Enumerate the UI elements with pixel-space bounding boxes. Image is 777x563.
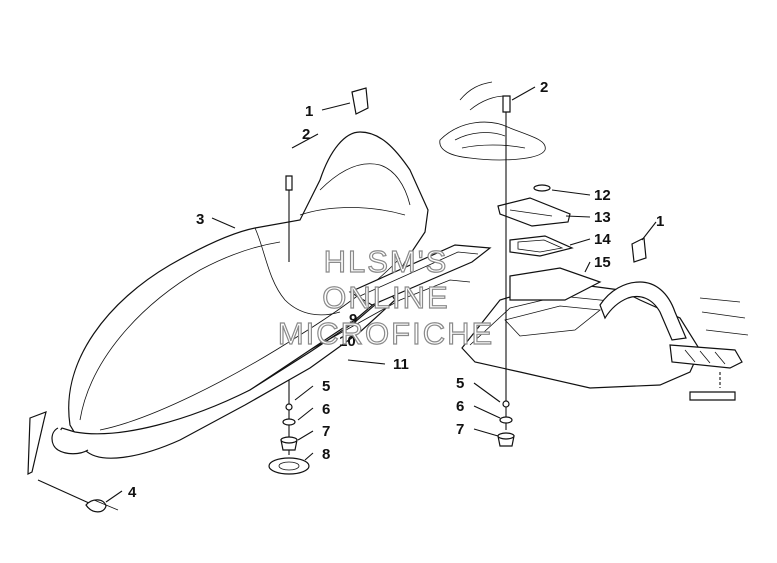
- leader-lines: [105, 86, 657, 503]
- screw-part: [285, 175, 293, 262]
- right-screw-part: [502, 95, 511, 430]
- rear-assembly: [461, 281, 749, 401]
- callout-7-right: 7: [456, 421, 464, 438]
- callout-5-right: 5: [456, 375, 464, 392]
- callout-2-left: 2: [302, 126, 310, 143]
- callout-4: 4: [128, 484, 137, 501]
- callout-1-left: 1: [305, 103, 313, 120]
- callout-labels: 1 2 3 4 5 6 7 8 9 10 11 2 12 13 14 15 1 …: [128, 79, 664, 501]
- callout-6-right: 6: [456, 398, 464, 415]
- watermark-line-2: ONLINE: [322, 280, 449, 315]
- callout-7-left: 7: [322, 423, 330, 440]
- callout-3: 3: [196, 211, 204, 228]
- watermark-line-1: HLSM'S: [324, 244, 449, 279]
- callout-2-right: 2: [540, 79, 548, 96]
- callout-13: 13: [594, 209, 611, 226]
- gasket-part: [509, 235, 574, 257]
- watermark: HLSM'S ONLINE MICROFICHE: [277, 243, 494, 351]
- right-hardware-stack: [497, 400, 515, 447]
- callout-8: 8: [322, 446, 330, 463]
- seat-cap-part: [351, 87, 369, 115]
- callout-1-right: 1: [656, 213, 664, 230]
- seat-assembly: [51, 131, 492, 459]
- rear-cap-part: [631, 237, 647, 263]
- left-hardware-stack: [268, 380, 310, 475]
- watermark-line-3: MICROFICHE: [278, 316, 494, 351]
- plate-part: [509, 267, 602, 301]
- callout-12: 12: [594, 187, 611, 204]
- callout-14: 14: [594, 231, 611, 248]
- callout-11: 11: [393, 356, 409, 373]
- logo-decal: [439, 81, 546, 161]
- callout-9: 9: [349, 311, 357, 328]
- callout-10: 10: [339, 333, 356, 350]
- bracket-part: [497, 197, 571, 227]
- callout-5-left: 5: [322, 378, 330, 395]
- clip-part: [27, 411, 119, 513]
- knob-part: [533, 184, 551, 192]
- callout-6-left: 6: [322, 401, 330, 418]
- callout-15: 15: [594, 254, 611, 271]
